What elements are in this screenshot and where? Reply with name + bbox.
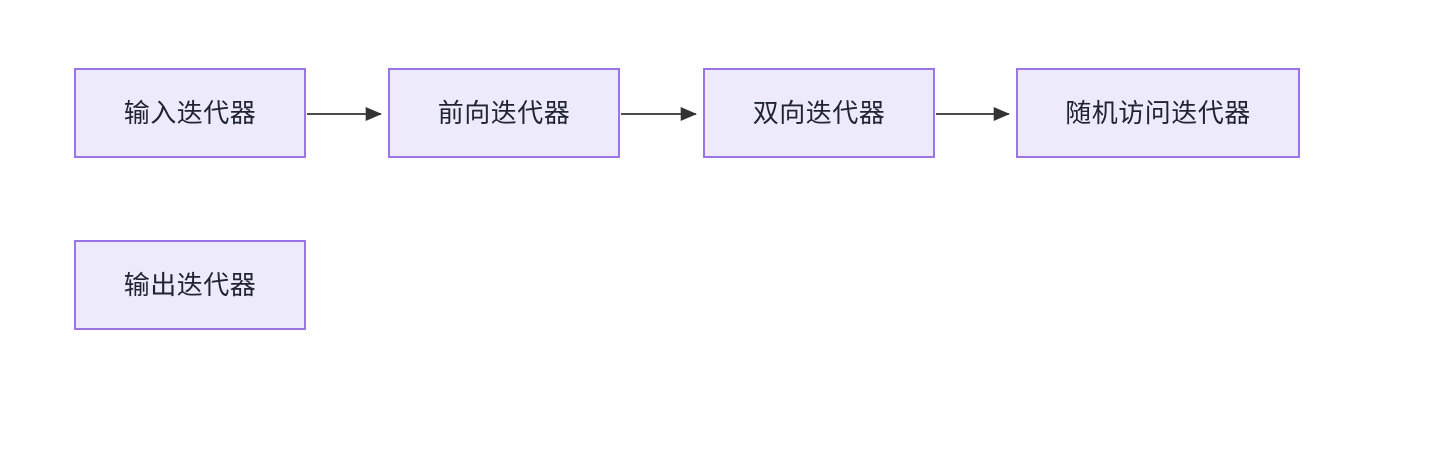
- node-forward-iterator[interactable]: 前向迭代器: [388, 68, 620, 158]
- node-label-output-iterator: 输出迭代器: [123, 270, 257, 300]
- node-bidirectional-iterator[interactable]: 双向迭代器: [703, 68, 935, 158]
- node-random-access-iterator[interactable]: 随机访问迭代器: [1016, 68, 1300, 158]
- node-label-forward-iterator: 前向迭代器: [437, 98, 571, 128]
- node-input-iterator[interactable]: 输入迭代器: [74, 68, 306, 158]
- node-label-random-access-iterator: 随机访问迭代器: [1065, 98, 1251, 128]
- node-label-bidirectional-iterator: 双向迭代器: [752, 98, 886, 128]
- node-output-iterator[interactable]: 输出迭代器: [74, 240, 306, 330]
- node-label-input-iterator: 输入迭代器: [123, 98, 257, 128]
